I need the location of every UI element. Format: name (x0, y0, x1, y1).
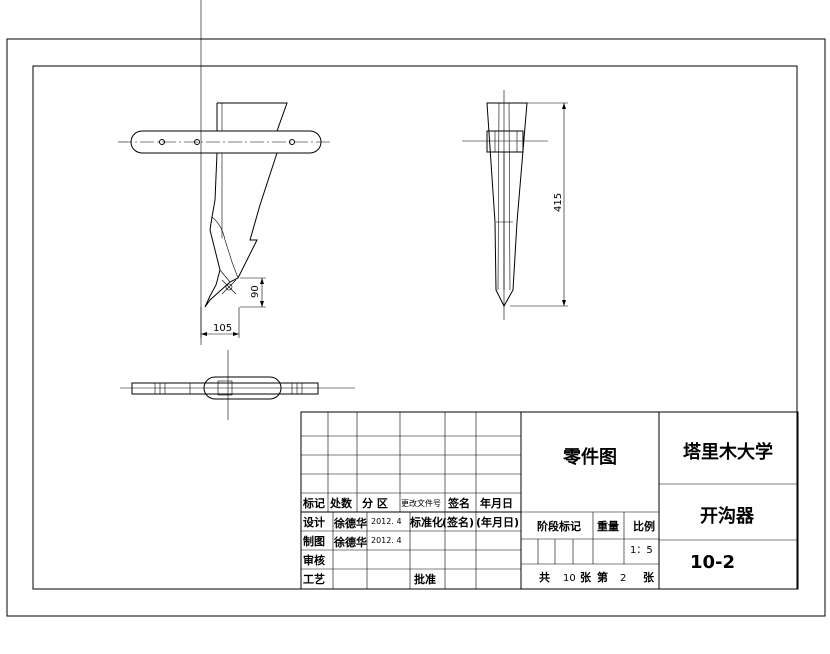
tb-std-sign: (签名) (442, 515, 474, 529)
title-block (300, 411, 799, 590)
side-view-body (486, 102, 528, 308)
tb-std-label: 标准化 (409, 515, 443, 529)
furrow-opener-shank (204, 102, 288, 308)
tb-sheet-total-prefix: 共 (539, 570, 550, 584)
tb-role-drafting: 制图 (303, 534, 325, 548)
tb-date-design: 2012. 4 (371, 517, 402, 526)
tb-header-mark: 标记 (302, 496, 325, 510)
front-view: 90 105 (118, 0, 330, 345)
tb-part-title: 零件图 (562, 446, 617, 468)
tb-sheet-total: 10 (563, 573, 576, 584)
tb-header-signature: 签名 (447, 496, 470, 510)
tb-std-date: (年月日) (476, 515, 519, 529)
tb-scale-value: 1：5 (630, 545, 653, 556)
tb-sheet-no-suffix: 张 (643, 570, 655, 584)
tb-name-design: 徐德华 (333, 516, 367, 530)
tb-header-change-doc: 更改文件号 (401, 498, 441, 508)
dimension-offset-width: 105 (213, 323, 232, 334)
tb-date-drafting: 2012. 4 (371, 536, 402, 545)
tb-university: 塔里木大学 (683, 441, 773, 463)
tb-header-date: 年月日 (480, 496, 513, 510)
tb-stage-mark: 阶段标记 (537, 519, 581, 533)
top-view-boss (203, 376, 282, 400)
tb-name-drafting: 徐德华 (333, 535, 367, 549)
tb-role-design: 设计 (303, 515, 325, 529)
slotted-mounting-bar (130, 130, 322, 154)
tb-sheet-total-suffix: 张 (580, 570, 592, 584)
tb-drawing-no: 10-2 (690, 552, 735, 573)
tb-header-count: 处数 (329, 496, 353, 510)
inner-frame (32, 65, 798, 590)
tb-scale-label: 比例 (633, 519, 655, 533)
tb-sheet-no-prefix: 第 (597, 570, 608, 584)
dimension-total-height: 415 (553, 193, 564, 212)
tb-sheet-no: 2 (620, 573, 626, 584)
tb-approve: 批准 (414, 572, 436, 586)
tb-role-process: 工艺 (303, 572, 325, 586)
dimension-offset-height: 90 (250, 285, 261, 298)
top-view-bar (131, 382, 319, 395)
outer-border (6, 38, 826, 617)
side-view: 415 (462, 90, 568, 320)
tb-weight: 重量 (597, 519, 619, 533)
top-view (120, 350, 355, 420)
tb-part-name: 开沟器 (700, 505, 755, 527)
tb-header-zone: 分 区 (362, 496, 388, 510)
tb-role-review: 审核 (303, 553, 325, 567)
